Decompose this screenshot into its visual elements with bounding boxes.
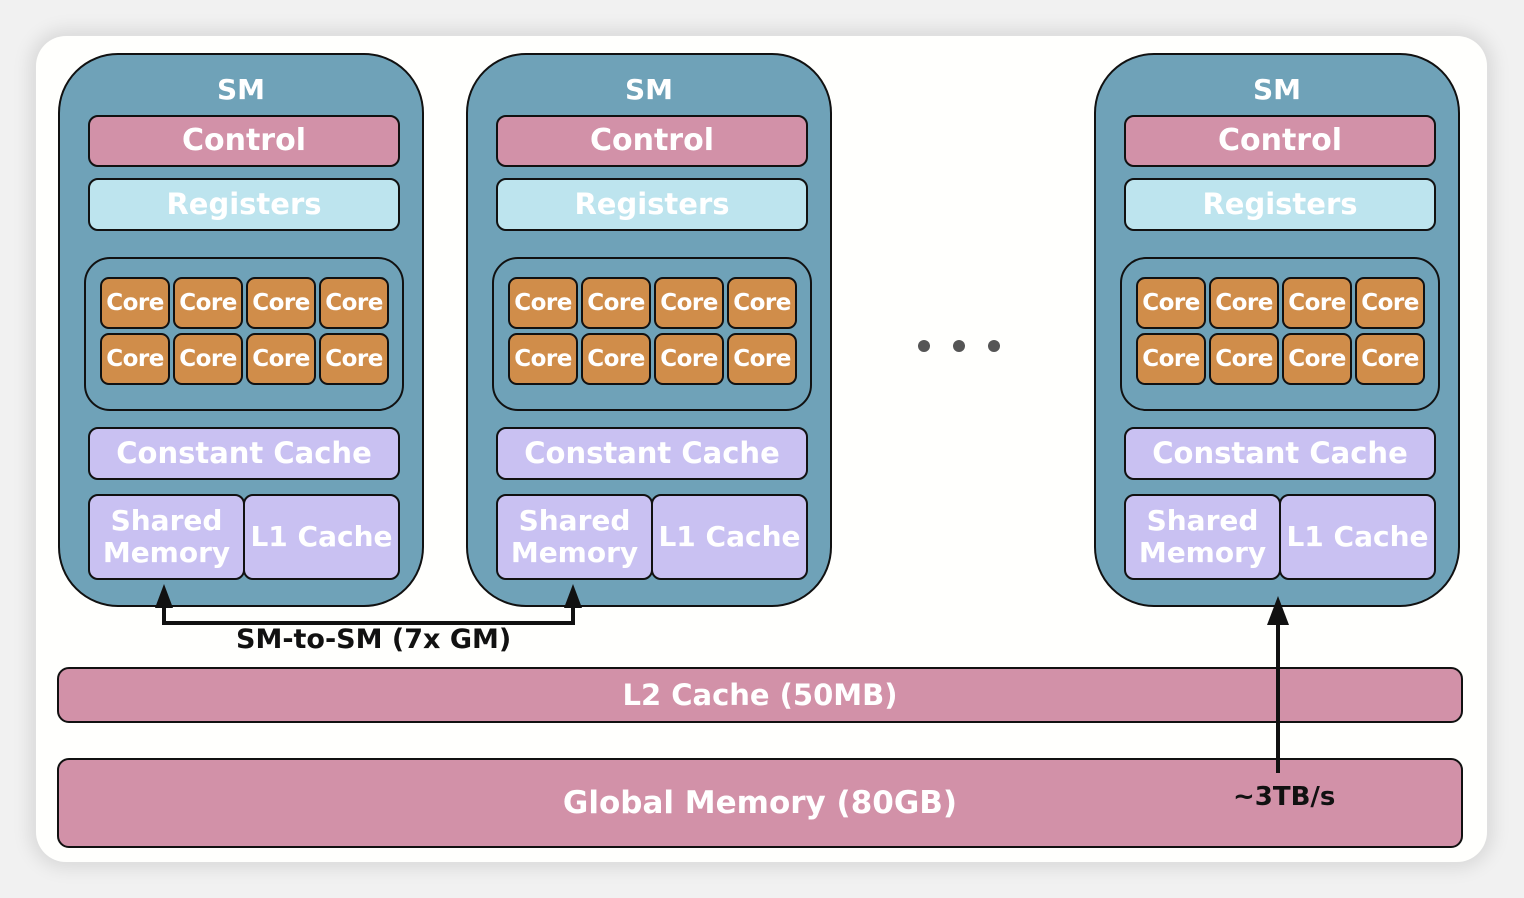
core-group: Core Core Core Core Core Core Core Core <box>1120 257 1440 411</box>
sm-title: SM <box>624 73 674 106</box>
core: Core <box>319 277 389 329</box>
core: Core <box>319 333 389 385</box>
shared-memory: Shared Memory <box>496 494 653 580</box>
global-memory-label: Global Memory (80GB) <box>562 785 958 821</box>
core-group: Core Core Core Core Core Core Core Core <box>492 257 812 411</box>
core: Core <box>100 333 170 385</box>
core: Core <box>1355 333 1425 385</box>
arrow-head-up-icon <box>155 584 173 608</box>
constant-cache: Constant Cache <box>496 427 808 480</box>
core: Core <box>727 277 797 329</box>
sm-block-1: SM Control Registers Core Core Core Core… <box>58 53 424 607</box>
l1-cache: L1 Cache <box>651 494 808 580</box>
control-unit: Control <box>1124 115 1436 167</box>
sm-block-2: SM Control Registers Core Core Core Core… <box>466 53 832 607</box>
core: Core <box>654 277 724 329</box>
core: Core <box>1209 277 1279 329</box>
core: Core <box>173 277 243 329</box>
core: Core <box>1282 277 1352 329</box>
shared-memory: Shared Memory <box>88 494 245 580</box>
l1-cache: L1 Cache <box>243 494 400 580</box>
core: Core <box>246 333 316 385</box>
ellipsis-dot <box>988 340 1000 352</box>
core: Core <box>1136 333 1206 385</box>
core: Core <box>1282 333 1352 385</box>
constant-cache: Constant Cache <box>88 427 400 480</box>
more-sms-ellipsis <box>918 340 1000 352</box>
ellipsis-dot <box>918 340 930 352</box>
core: Core <box>581 277 651 329</box>
l1-cache: L1 Cache <box>1279 494 1436 580</box>
core: Core <box>173 333 243 385</box>
bandwidth-label: ~3TB/s <box>1233 782 1336 812</box>
global-memory-bar: Global Memory (80GB) <box>57 758 1463 848</box>
sm-title: SM <box>1252 73 1302 106</box>
registers: Registers <box>1124 178 1436 231</box>
registers: Registers <box>496 178 808 231</box>
control-unit: Control <box>496 115 808 167</box>
core: Core <box>1209 333 1279 385</box>
sm-to-sm-label: SM-to-SM (7x GM) <box>236 624 512 655</box>
control-unit: Control <box>88 115 400 167</box>
core: Core <box>246 277 316 329</box>
core: Core <box>1136 277 1206 329</box>
sm-to-sm-connector <box>162 608 575 625</box>
sm-title: SM <box>216 73 266 106</box>
ellipsis-dot <box>953 340 965 352</box>
core: Core <box>100 277 170 329</box>
core-group: Core Core Core Core Core Core Core Core <box>84 257 404 411</box>
core: Core <box>581 333 651 385</box>
core: Core <box>1355 277 1425 329</box>
sm-block-3: SM Control Registers Core Core Core Core… <box>1094 53 1460 607</box>
arrow-head-up-icon <box>564 584 582 608</box>
shared-memory: Shared Memory <box>1124 494 1281 580</box>
registers: Registers <box>88 178 400 231</box>
arrow-head-up-icon <box>1267 596 1289 625</box>
core: Core <box>508 277 578 329</box>
core: Core <box>727 333 797 385</box>
core: Core <box>508 333 578 385</box>
core: Core <box>654 333 724 385</box>
l2-cache-bar: L2 Cache (50MB) <box>57 667 1463 723</box>
constant-cache: Constant Cache <box>1124 427 1436 480</box>
